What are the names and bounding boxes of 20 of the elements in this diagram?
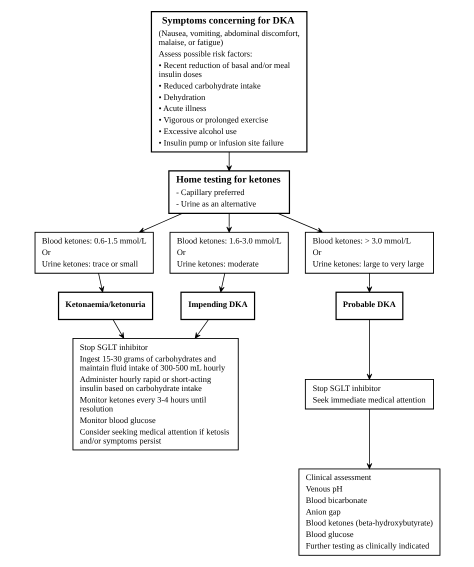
arrow [366,272,372,292]
node-box: Clinical assessment Venous pH Blood bicarbonate Anion gap Blood ketones (beta-hydroxybutyrate) Blood glucose Further testing as clinically indicated [298,468,440,556]
arrow [366,408,372,470]
arrow [226,152,232,172]
node-box: Stop SGLT inhibitor Ingest 15-30 grams of carbohydrates and maintain fluid intake of 300-500 mL hourly Administer hourly rapid or short-acting insulin based on carbohydrate intake Monitor ketones every 3-4 hours until resolution Monitor blood glucose Consider seeking medical attention if ketosis and/or symptoms persist [72,338,238,450]
node-box: Impending DKA [180,292,255,320]
node-box: Ketonaemia/ketonuria [57,292,153,320]
node-box: Home testing for ketones - Capillary preferred - Urine as an alternative [168,170,290,214]
node-box: Stop SGLT inhibitor Seek immediate medical attention [304,378,434,410]
node-box: Blood ketones: 1.6-3.0 mmol/L Or Urine ketones: moderate [169,232,288,274]
arrow [218,272,225,292]
node-box: Blood ketones: > 3.0 mmol/L Or Urine ketones: large to very large [304,232,434,274]
arrow [226,213,232,233]
arrow [112,319,124,339]
node-box: Symptoms concerning for DKA (Nausea, vomiting, abdominal discomfort, malaise, or fatigue) Assess possible risk factors: • Recent reduction of basal and/or meal insulin doses • Reduced carbohydrate intake • Dehydration • Acute illness • Vigorous or prolonged exercise • Excessive alcohol use • Insulin pump or infusion site failure [150,11,307,153]
arrow [98,272,104,292]
arrow [366,319,372,380]
node-box: Blood ketones: 0.6-1.5 mmol/L Or Urine ketones: trace or small [34,232,154,274]
node-box: Probable DKA [334,292,403,320]
arrow [194,319,208,339]
